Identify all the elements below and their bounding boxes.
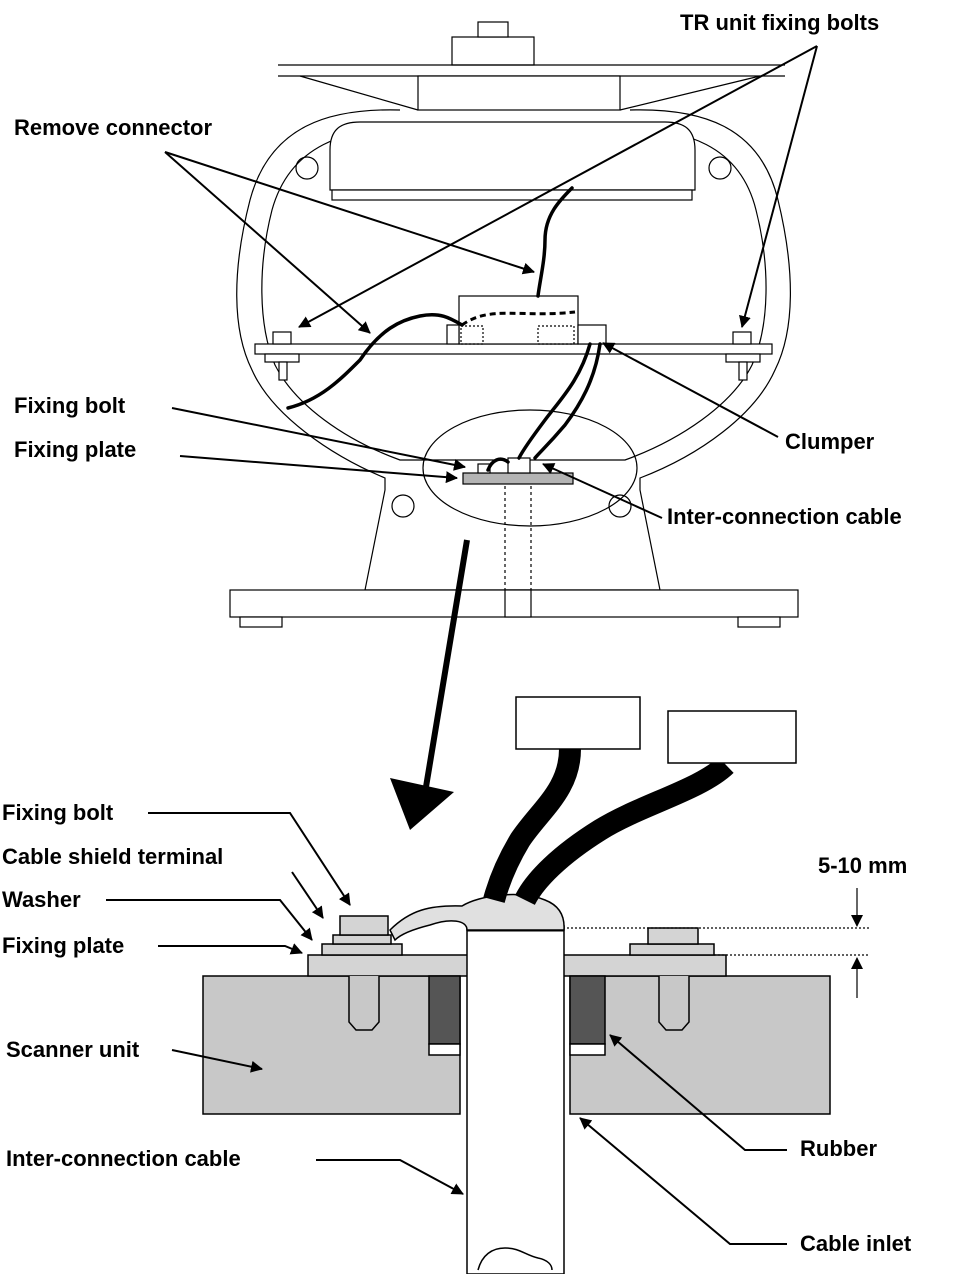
label-cable-inlet: Cable inlet: [800, 1231, 912, 1256]
dimension-marks: [567, 888, 870, 998]
label-fixing-bolt-top: Fixing bolt: [14, 393, 126, 418]
label-cable-shield-terminal: Cable shield terminal: [2, 844, 224, 869]
scanner-housing-top-view: [229, 21, 799, 628]
label-inter-connection-cable-bottom: Inter-connection cable: [6, 1146, 241, 1171]
zoom-arrowhead: [390, 778, 454, 830]
label-clumper: Clumper: [785, 429, 875, 454]
label-dimension: 5-10 mm: [818, 853, 908, 878]
top-cables: [286, 186, 602, 472]
label-fixing-bolt-bottom: Fixing bolt: [2, 800, 114, 825]
label-tr-unit-fixing-bolts: TR unit fixing bolts: [680, 10, 880, 35]
connector-box-left: [515, 696, 641, 750]
label-washer: Washer: [2, 887, 81, 912]
label-scanner-unit: Scanner unit: [6, 1037, 140, 1062]
cable-shield-wrap: [389, 893, 565, 942]
label-inter-connection-cable-top: Inter-connection cable: [667, 504, 902, 529]
zoom-arrow: [420, 539, 470, 806]
leader-lines: [106, 45, 818, 1245]
label-fixing-plate-top: Fixing plate: [14, 437, 137, 462]
connector-box-right: [667, 710, 797, 764]
scanner-unit-section: [202, 915, 831, 1274]
label-fixing-plate-bottom: Fixing plate: [2, 933, 125, 958]
label-rubber: Rubber: [800, 1136, 877, 1161]
label-remove-connector: Remove connector: [14, 115, 213, 140]
bottom-cables: [483, 748, 734, 906]
